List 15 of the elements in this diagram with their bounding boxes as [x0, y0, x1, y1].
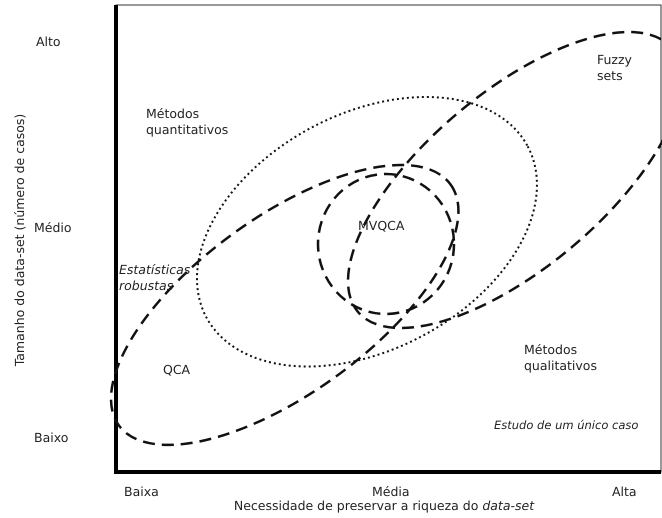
axis-tick-label: Alta	[612, 484, 637, 500]
region-label: Estatísticas robustas	[119, 262, 192, 294]
axis-title: Necessidade de preservar a riqueza do data-set	[234, 498, 534, 514]
axis-tick-label: Médio	[34, 220, 72, 236]
axis-tick-label: Média	[372, 484, 410, 500]
axis-tick-label: Baixo	[34, 430, 68, 446]
region-label: Estudo de um único caso	[494, 417, 640, 433]
region-label: Fuzzy sets	[596, 52, 633, 84]
axis-tick-label: Alto	[36, 34, 61, 50]
region-label: Métodos qualitativos	[524, 342, 598, 374]
region-label: Métodos quantitativos	[146, 106, 230, 138]
region-label: QCA	[162, 362, 192, 378]
region-label: MVQCA	[358, 218, 406, 234]
axis-title: Tamanho do data-set (número de casos)	[12, 114, 28, 366]
axis-tick-label: Baixa	[124, 484, 159, 500]
